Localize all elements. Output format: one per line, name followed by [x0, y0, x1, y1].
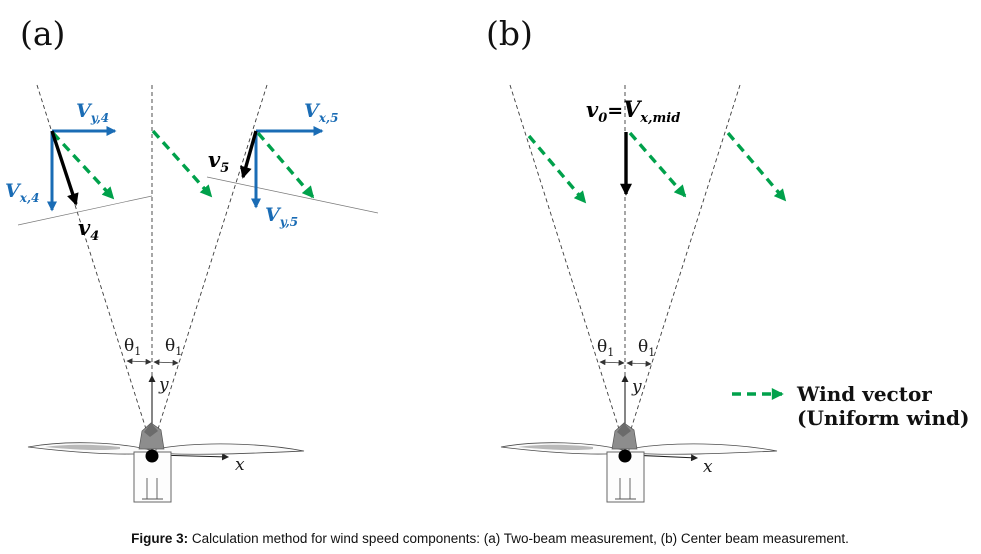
panel-b: (b) v0=Vx,mid θ1 θ1 y x	[486, 14, 787, 503]
turbine-nacelle-dark-a	[144, 423, 158, 437]
vx4-label: Vx,4	[5, 180, 39, 205]
v4-los-arrow	[50, 130, 79, 206]
v0-vxmid-label: v0=Vx,mid	[586, 97, 680, 126]
turbine-a	[27, 422, 305, 503]
v5-label: v5	[208, 147, 229, 176]
turbine-blade-right-a	[155, 443, 305, 455]
vy4-label: Vy,4	[76, 100, 109, 125]
y-axis-label-b: y	[631, 377, 642, 397]
theta-right-label-b: θ1	[638, 337, 655, 359]
turbine-blade-left-shade-b	[518, 444, 593, 451]
scan-beam-right-a	[151, 84, 268, 449]
vx5-label: Vx,5	[304, 100, 338, 125]
turbine-blade-left-shade-a	[45, 444, 120, 451]
turbine-nacelle-b	[611, 422, 638, 450]
y-axis-label-a: y	[158, 375, 169, 395]
x-axis-label-a: x	[235, 455, 245, 475]
scan-beam-left-b	[509, 84, 626, 449]
legend: Wind vector (Uniform wind)	[732, 382, 969, 430]
panel-b-title: (b)	[486, 14, 533, 53]
turbine-hub-b	[618, 449, 632, 463]
figure-caption: Figure 3: Calculation method for wind sp…	[131, 531, 849, 546]
scan-arc-chord-right-a	[206, 176, 379, 214]
theta-right-label-a: θ1	[165, 336, 182, 358]
legend-line2: (Uniform wind)	[797, 406, 969, 430]
turbine-nacelle-a	[138, 422, 165, 450]
panel-a: (a) Vy,4 Vx,4 v4 Vx,5 Vy,5 v5 θ1 θ1	[5, 14, 379, 503]
panel-a-title: (a)	[20, 14, 65, 53]
scan-beam-right-b	[624, 84, 741, 449]
turbine-hub-a	[145, 449, 159, 463]
turbine-b	[500, 422, 778, 503]
vy5-label: Vy,5	[265, 204, 298, 229]
turbine-nacelle-dark-b	[617, 423, 631, 437]
v4-label: v4	[78, 215, 99, 244]
theta-left-label-a: θ1	[124, 336, 141, 358]
scan-arc-chord-left-a	[17, 195, 153, 226]
v5-los-arrow	[240, 130, 258, 179]
theta-arrow-right-b	[626, 360, 652, 367]
theta-arrow-left-a	[126, 358, 152, 365]
theta-arrow-right-a	[153, 359, 179, 366]
theta-arrow-left-b	[599, 359, 625, 366]
theta-left-label-b: θ1	[597, 337, 614, 359]
x-axis-label-b: x	[703, 457, 713, 477]
legend-line1: Wind vector	[796, 382, 932, 406]
turbine-blade-right-b	[628, 443, 778, 455]
